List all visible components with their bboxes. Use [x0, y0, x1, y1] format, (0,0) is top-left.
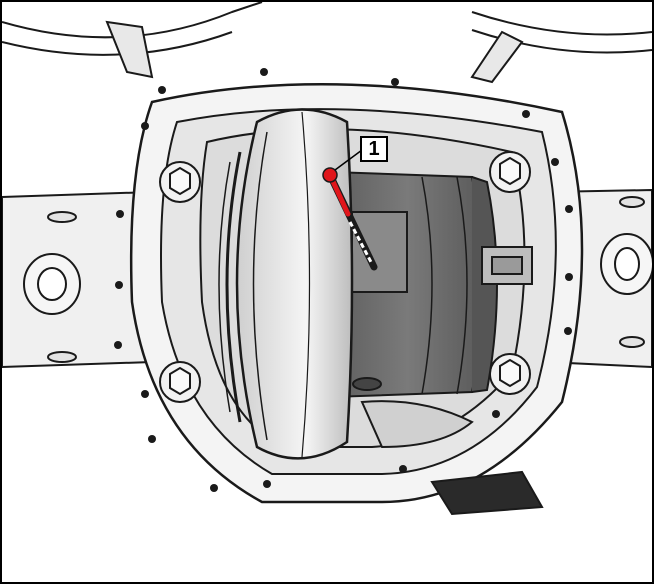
pointer-tool-icon: [322, 167, 378, 271]
axle-tube-eyes: [23, 196, 652, 363]
ring-gear: [218, 108, 354, 460]
pinion-area: [360, 400, 544, 516]
flange-bolt-holes: [114, 68, 573, 492]
callout-leader-line: [334, 149, 363, 171]
callout-label: 1: [360, 136, 388, 162]
differential-case: [331, 170, 533, 399]
bearing-cap-bolts: [159, 151, 531, 403]
